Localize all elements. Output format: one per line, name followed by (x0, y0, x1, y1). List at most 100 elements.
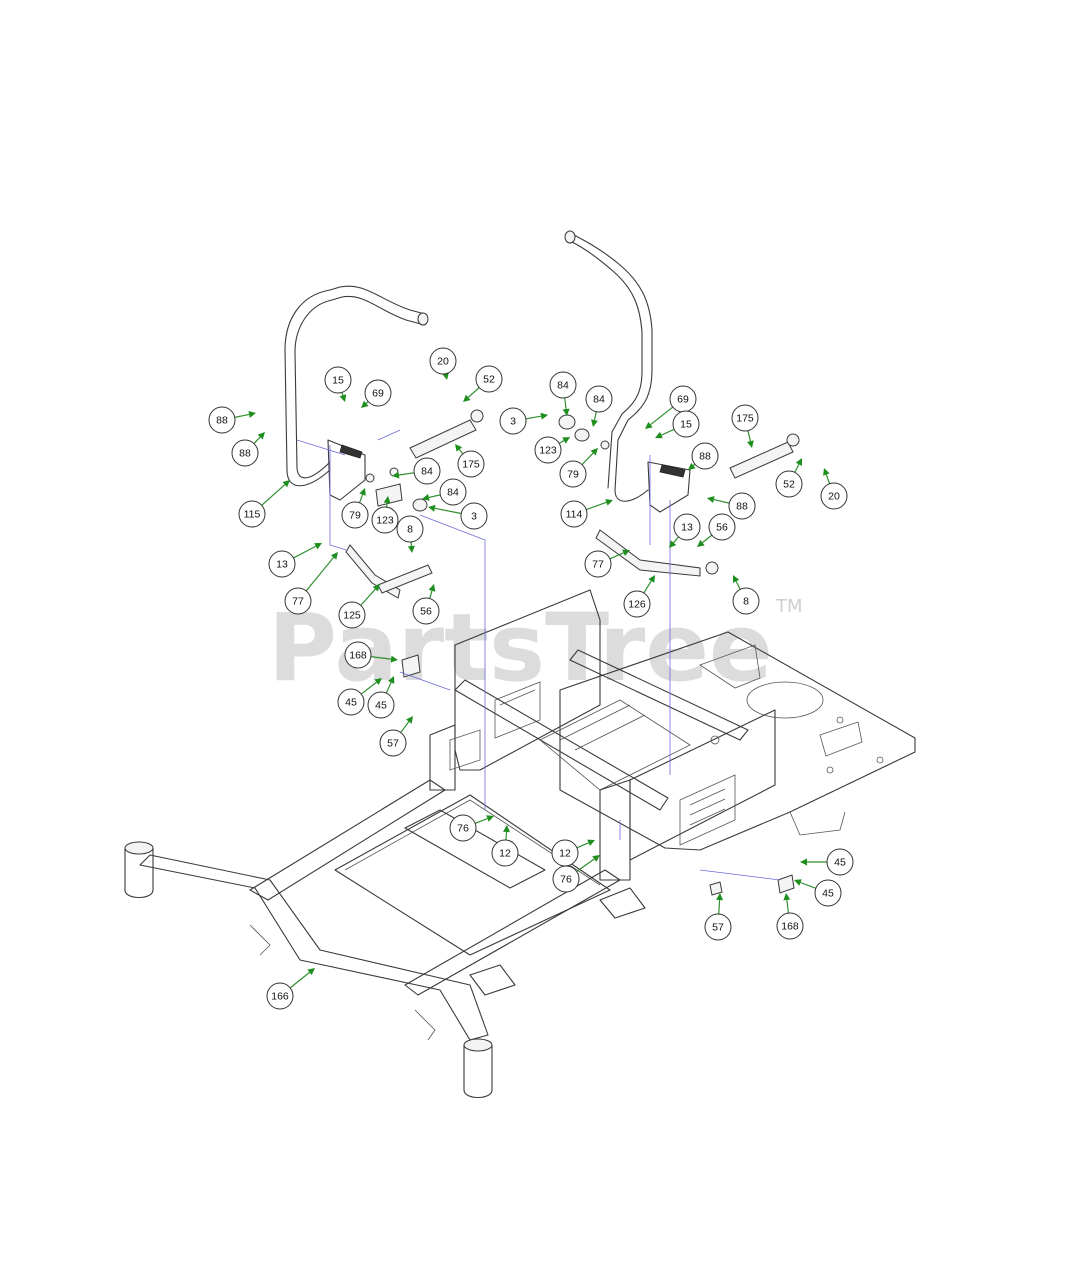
callout-leader-line (593, 411, 597, 421)
callout-circle (704, 913, 732, 941)
callout-arrowhead (374, 678, 382, 686)
callout-arrowhead (783, 893, 791, 901)
callout-circle (552, 865, 580, 893)
callout-circle (449, 814, 477, 842)
assembly-lines (296, 429, 781, 881)
callout-20: 20 (820, 468, 848, 510)
callout-arrowhead (330, 552, 338, 560)
callout-label: 69 (372, 388, 384, 400)
callout-168: 168 (776, 893, 804, 940)
callout-88: 88 (231, 432, 265, 467)
callout-88: 88 (688, 442, 719, 470)
callout-8: 8 (396, 515, 424, 553)
callout-leader-line (370, 656, 392, 660)
callout-arrowhead (383, 496, 391, 504)
callout-arrowhead (622, 549, 630, 557)
callout-label: 88 (736, 501, 748, 513)
callout-label: 8 (407, 524, 413, 536)
callout-84: 84 (585, 385, 613, 427)
callout-arrowhead (587, 839, 595, 846)
callout-arrowhead (428, 504, 436, 512)
callout-arrowhead (463, 394, 471, 402)
callout-126: 126 (623, 575, 655, 618)
callout-leader-line (747, 430, 751, 442)
callout-label: 56 (716, 522, 728, 534)
callout-label: 77 (592, 559, 604, 571)
callout-label: 166 (271, 991, 289, 1003)
callout-leader-line (581, 452, 594, 466)
callout-leader-line (702, 534, 713, 544)
callout-arrowhead (823, 468, 830, 476)
callout-45: 45 (367, 676, 395, 719)
callout-arrowhead (562, 437, 570, 444)
callout-leader-line (429, 590, 433, 599)
callout-77: 77 (584, 549, 630, 578)
callout-circle (814, 879, 842, 907)
callout-label: 12 (499, 848, 511, 860)
callout-circle (439, 478, 467, 506)
callout-leader-line (794, 463, 800, 473)
left-control-handle (284, 285, 429, 501)
callout-leader-line (786, 899, 790, 914)
callout-circle (341, 501, 369, 529)
callout-circle (549, 371, 577, 399)
left-damper-assembly (345, 409, 484, 599)
callout-arrowhead (794, 879, 802, 886)
callout-label: 88 (239, 448, 251, 460)
callout-circle (728, 492, 756, 520)
callout-label: 123 (376, 515, 394, 527)
left-side-plate (429, 589, 601, 791)
callout-circle (412, 597, 440, 625)
callout-arrowhead (282, 480, 290, 488)
callout-arrowhead (314, 543, 322, 550)
callout-arrowhead (540, 412, 548, 420)
callout-label: 125 (343, 610, 361, 622)
callout-arrowhead (747, 440, 754, 448)
callout-arrowhead (407, 545, 415, 553)
callout-circle (499, 407, 527, 435)
callout-label: 76 (560, 874, 572, 886)
callout-label: 168 (349, 650, 367, 662)
callout-76: 76 (552, 855, 600, 893)
callout-circle (396, 515, 424, 543)
callout-label: 175 (462, 459, 480, 471)
callout-leader-line (261, 484, 286, 506)
callout-circle (826, 848, 854, 876)
right-damper-assembly (558, 414, 800, 577)
callout-circle (820, 482, 848, 510)
callout-56: 56 (697, 513, 736, 547)
callout-label: 45 (822, 888, 834, 900)
callout-arrowhead (716, 893, 724, 901)
callout-88: 88 (208, 406, 256, 434)
callout-label: 52 (483, 374, 495, 386)
callout-label: 84 (447, 487, 459, 499)
callout-label: 45 (375, 700, 387, 712)
callout-circle (732, 587, 760, 615)
callout-arrowhead (307, 968, 315, 976)
callout-label: 84 (421, 466, 433, 478)
callout-leader-line (673, 536, 679, 544)
callout-123: 123 (371, 496, 399, 534)
callout-circle (623, 590, 651, 618)
callout-circle (673, 513, 701, 541)
callout-label: 15 (680, 419, 692, 431)
callout-circle (776, 912, 804, 940)
callout-20: 20 (429, 347, 457, 380)
callout-circle (534, 436, 562, 464)
callout-3: 3 (428, 502, 488, 530)
callout-label: 84 (557, 380, 569, 392)
callout-label: 76 (457, 823, 469, 835)
callout-label: 88 (699, 451, 711, 463)
callout-label: 126 (628, 599, 646, 611)
callout-label: 12 (559, 848, 571, 860)
callout-56: 56 (412, 584, 440, 625)
callout-label: 57 (712, 922, 724, 934)
callout-circle (238, 500, 266, 528)
callout-leader-line (360, 588, 376, 606)
callout-arrowhead (339, 394, 347, 402)
callout-leader-line (360, 681, 377, 695)
callout-circle (429, 347, 457, 375)
callout-leader-line (341, 392, 344, 396)
callout-label: 123 (539, 445, 557, 457)
chassis-deck (559, 631, 916, 851)
